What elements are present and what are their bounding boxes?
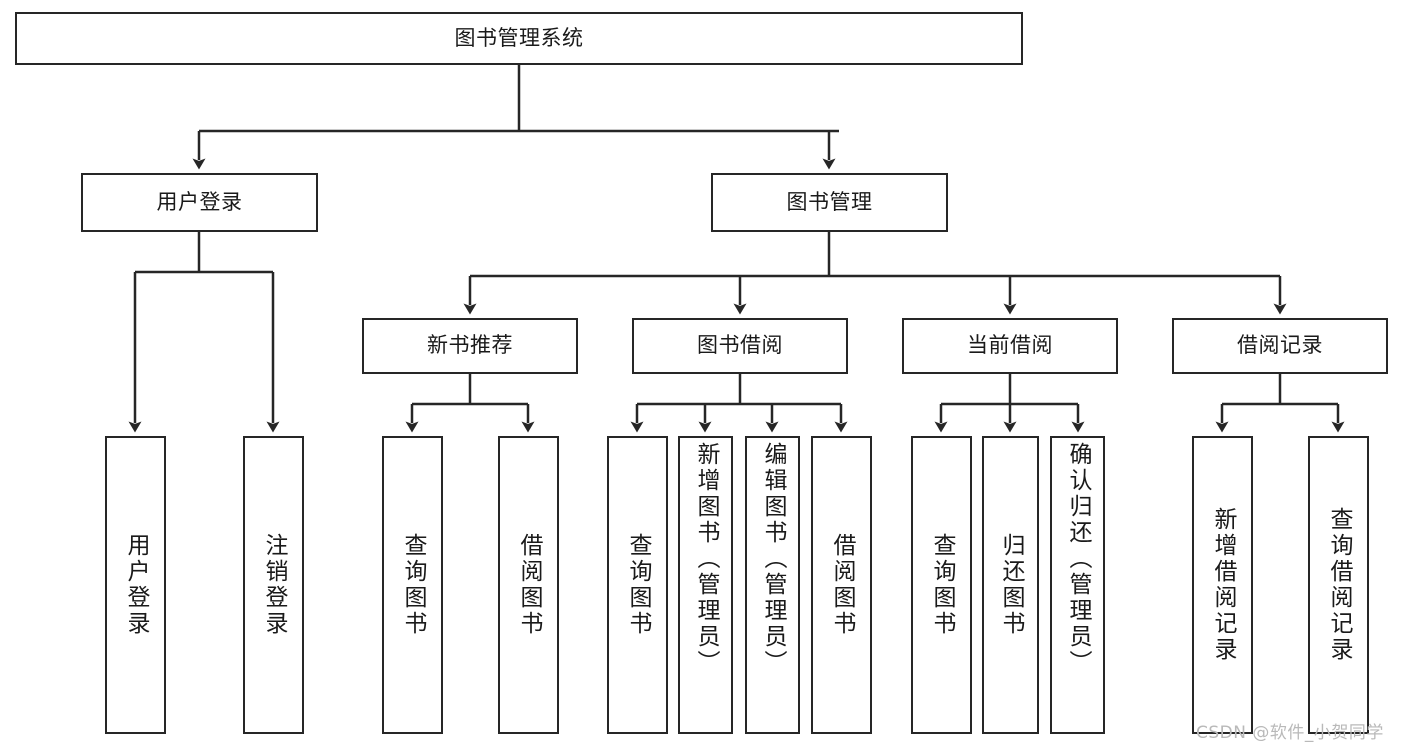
node-new-book-recommendation[interactable]: 新书推荐 [362, 318, 578, 374]
leaf-return-book[interactable]: 归还图书 [982, 436, 1039, 734]
node-label: 用户登录 [123, 533, 149, 637]
node-label: 图书管理系统 [454, 25, 584, 50]
node-label: 当前借阅 [967, 333, 1053, 358]
leaf-user-login[interactable]: 用户登录 [105, 436, 166, 734]
leaf-query-borrowing-record[interactable]: 查询借阅记录 [1308, 436, 1369, 734]
node-label: 图书管理 [786, 189, 873, 214]
node-label: 借阅记录 [1237, 333, 1323, 358]
leaf-query-book-current[interactable]: 查询图书 [911, 436, 972, 734]
node-label: 新增图书（管理员） [693, 442, 719, 676]
node-label: 确认归还（管理员） [1065, 442, 1091, 676]
node-label: 借阅图书 [516, 533, 542, 637]
leaf-borrow-book-recommendation[interactable]: 借阅图书 [498, 436, 559, 734]
leaf-query-book-recommendation[interactable]: 查询图书 [382, 436, 443, 734]
node-label: 归还图书 [998, 533, 1024, 637]
node-book-borrowing[interactable]: 图书借阅 [632, 318, 848, 374]
node-label: 借阅图书 [829, 533, 855, 637]
node-label: 新书推荐 [427, 333, 513, 358]
csdn-watermark: CSDN @软件_小贺同学 [1196, 723, 1384, 743]
node-user-login[interactable]: 用户登录 [81, 173, 318, 232]
node-label: 注销登录 [261, 533, 287, 637]
node-book-management[interactable]: 图书管理 [711, 173, 948, 232]
node-root-book-management-system[interactable]: 图书管理系统 [15, 12, 1023, 65]
node-label: 新增借阅记录 [1210, 507, 1236, 663]
leaf-add-book-admin[interactable]: 新增图书（管理员） [678, 436, 733, 734]
node-label: 编辑图书（管理员） [760, 442, 786, 676]
node-current-borrowing[interactable]: 当前借阅 [902, 318, 1118, 374]
leaf-add-borrowing-record[interactable]: 新增借阅记录 [1192, 436, 1253, 734]
leaf-logout[interactable]: 注销登录 [243, 436, 304, 734]
node-label: 查询图书 [625, 533, 651, 637]
node-label: 查询图书 [929, 533, 955, 637]
node-label: 查询图书 [400, 533, 426, 637]
node-label: 用户登录 [156, 189, 243, 214]
leaf-confirm-return-admin[interactable]: 确认归还（管理员） [1050, 436, 1105, 734]
leaf-borrow-book-borrowing[interactable]: 借阅图书 [811, 436, 872, 734]
leaf-edit-book-admin[interactable]: 编辑图书（管理员） [745, 436, 800, 734]
node-label: 图书借阅 [697, 333, 783, 358]
node-borrowing-record[interactable]: 借阅记录 [1172, 318, 1388, 374]
node-label: 查询借阅记录 [1326, 507, 1352, 663]
leaf-query-book-borrowing[interactable]: 查询图书 [607, 436, 668, 734]
